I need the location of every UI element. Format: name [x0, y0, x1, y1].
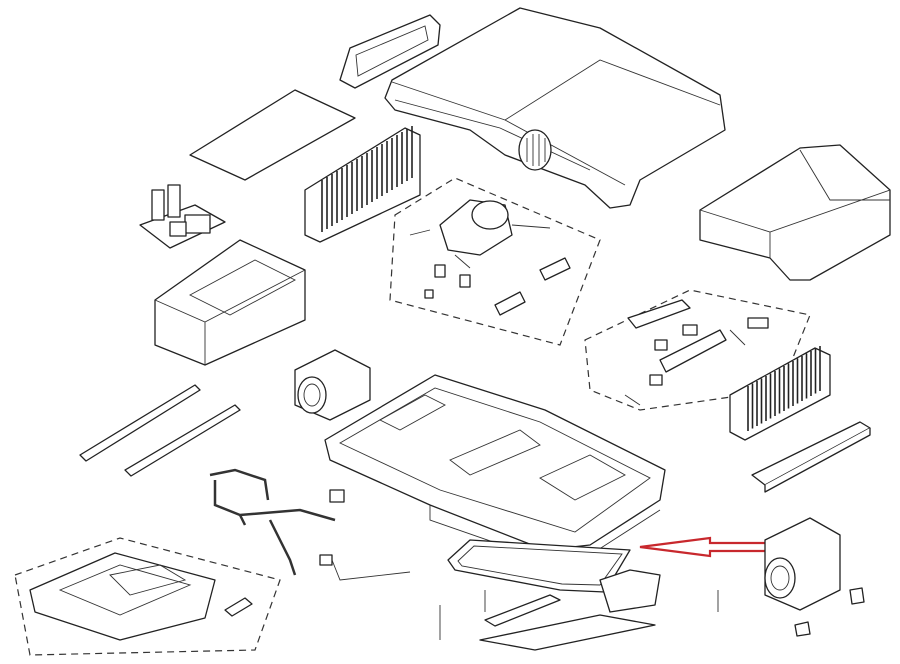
mounting-rails [79, 384, 241, 477]
cover-plate [189, 89, 356, 181]
base-pan [324, 374, 666, 561]
electrical-group [584, 289, 811, 411]
blower-left [294, 349, 371, 421]
compressor-group [389, 177, 601, 346]
evaporator-coil [304, 126, 421, 243]
front-cover [699, 144, 891, 281]
bottom-brackets [439, 569, 719, 651]
control-box-housing [154, 239, 306, 366]
highlight-arrow [639, 536, 782, 558]
capacitor-bracket [139, 184, 226, 249]
main-cover [384, 7, 726, 209]
ceiling-assembly [14, 537, 281, 656]
condenser-coil [729, 346, 831, 441]
pipe-assembly [209, 468, 411, 581]
blower-right [764, 517, 865, 637]
top-grille [339, 14, 441, 89]
coil-bracket [751, 421, 871, 493]
